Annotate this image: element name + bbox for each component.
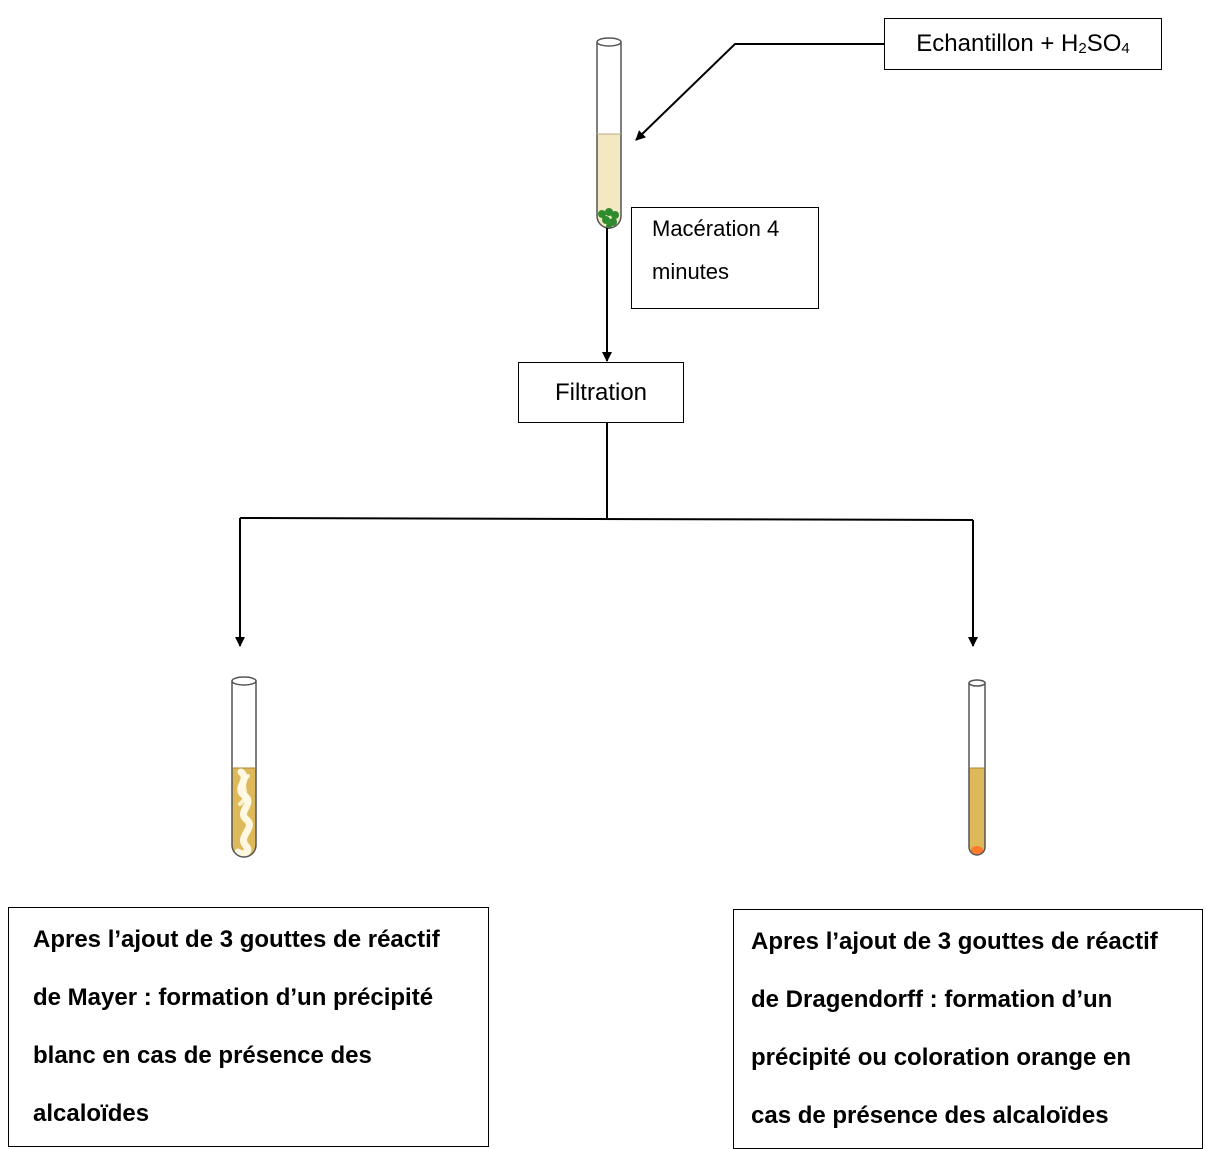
arrow-sample-to-tube <box>635 43 884 141</box>
mayer-test-tube <box>231 676 257 858</box>
dragendorff-test-tube <box>968 679 986 856</box>
maceration-line-2: minutes <box>652 259 730 284</box>
mayer-white-precipitate <box>234 768 253 858</box>
mayer-result-box: Apres l’ajout de 3 gouttes de réactif de… <box>8 907 489 1147</box>
dragendorff-line-4: cas de présence des alcaloïdes <box>751 1102 1109 1129</box>
maceration-box: Macération 4 minutes <box>631 207 819 309</box>
maceration-line-1: Macération 4 <box>652 216 780 241</box>
mayer-line-3: blanc en cas de présence des <box>33 1042 372 1069</box>
sample-liquid <box>597 134 621 228</box>
branch-line <box>239 517 974 521</box>
filtration-label: Filtration <box>554 378 648 406</box>
dragendorff-result-box: Apres l’ajout de 3 gouttes de réactif de… <box>733 909 1203 1149</box>
filtration-box: Filtration <box>518 362 684 423</box>
dragendorff-line-1: Apres l’ajout de 3 gouttes de réactif <box>751 928 1158 955</box>
dragendorff-line-3: précipité ou coloration orange en <box>751 1044 1132 1071</box>
mayer-line-4: alcaloïdes <box>33 1100 150 1127</box>
mayer-line-2: de Mayer : formation d’un précipité <box>33 984 434 1011</box>
sample-tube-rim <box>596 37 622 47</box>
sample-label: Echantillon + H2SO4 <box>916 30 1130 57</box>
dragendorff-line-2: de Dragendorff : formation d’un <box>751 986 1113 1013</box>
dragendorff-orange-precipitate <box>971 846 983 854</box>
mayer-line-1: Apres l’ajout de 3 gouttes de réactif <box>33 926 440 953</box>
sample-test-tube <box>596 37 622 229</box>
sample-box: Echantillon + H2SO4 <box>884 18 1162 70</box>
dragendorff-liquid <box>969 768 985 855</box>
